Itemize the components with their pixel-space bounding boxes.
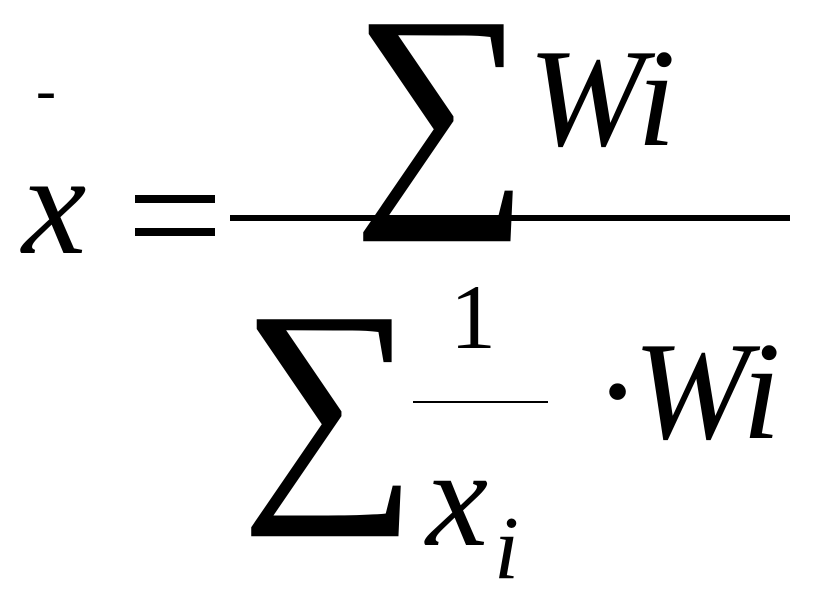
inner-numerator: 1 <box>450 266 496 368</box>
lhs-variable: x <box>20 125 86 285</box>
inner-fraction-bar <box>413 401 548 403</box>
denominator-term: ·Wi <box>598 314 781 469</box>
denominator-sum-symbol: ∑ <box>240 261 418 538</box>
numerator-sum-symbol: ∑ <box>352 0 530 243</box>
lhs-bar-mark: - <box>36 57 56 123</box>
inner-denominator-subscript: i <box>494 499 519 598</box>
equals-sign <box>135 195 215 236</box>
inner-denominator-variable: x <box>424 421 488 576</box>
main-fraction-bar <box>230 215 790 221</box>
numerator-term: Wi <box>528 21 676 176</box>
